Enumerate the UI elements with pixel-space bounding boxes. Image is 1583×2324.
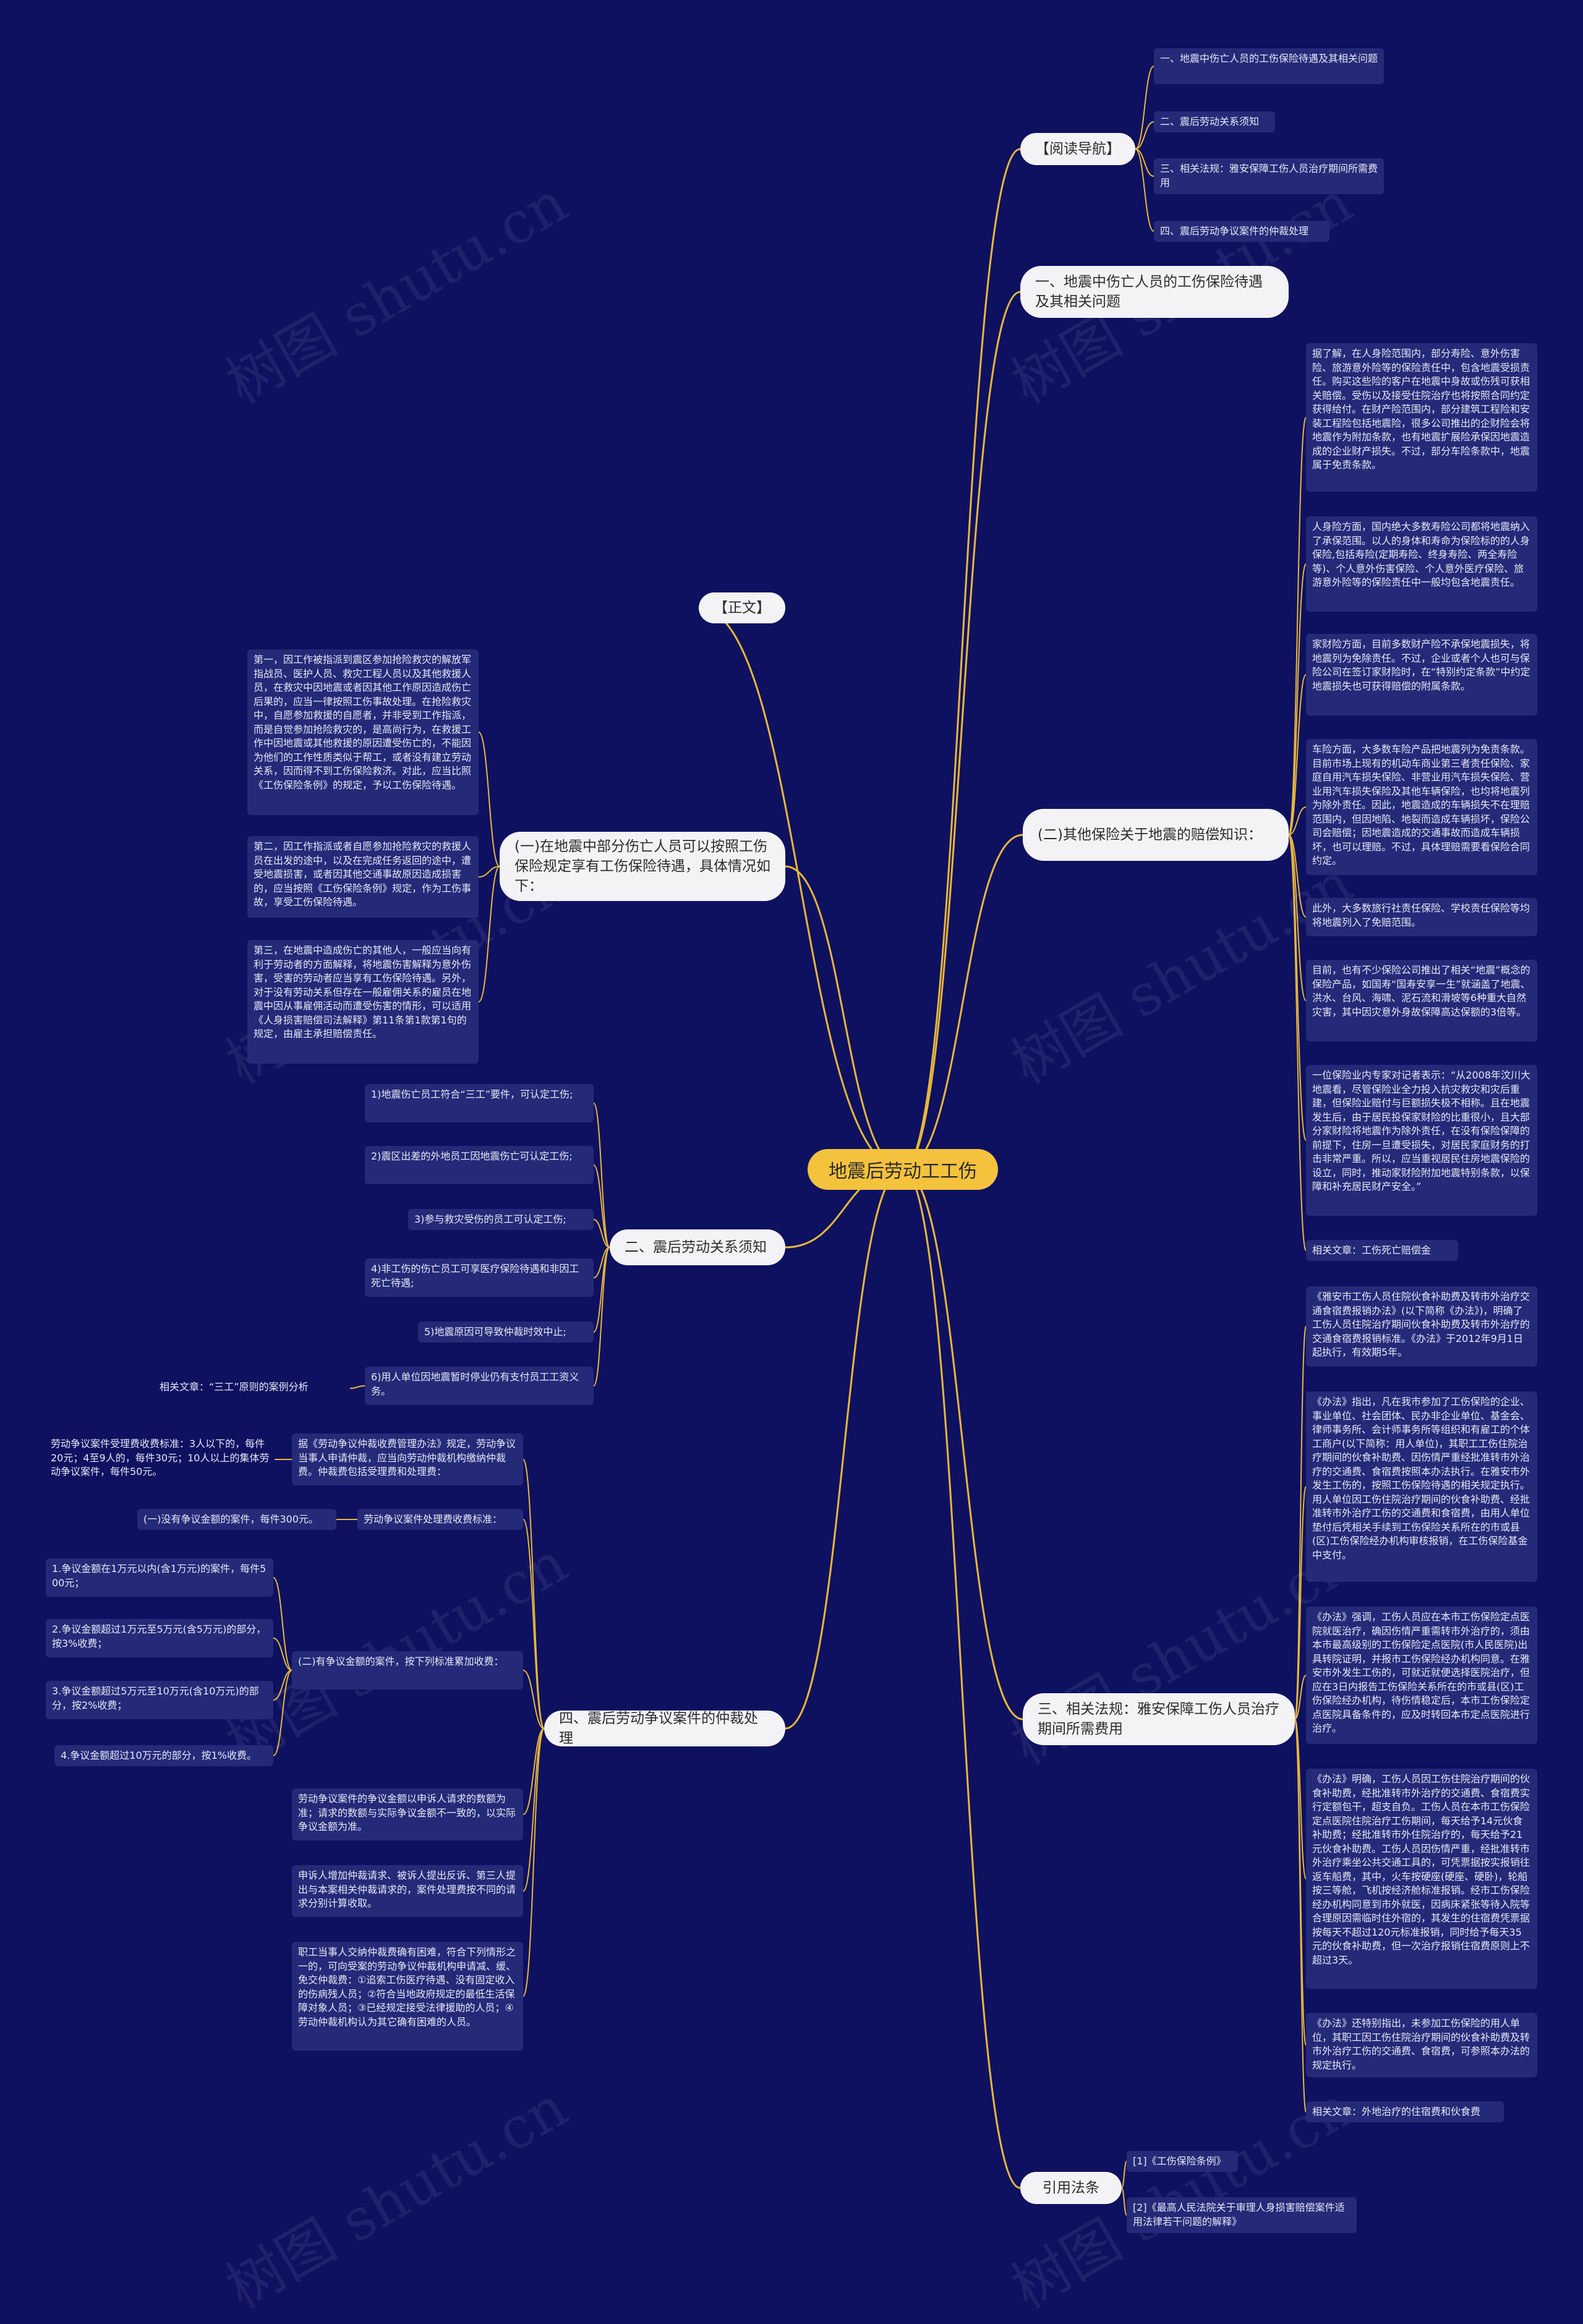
left-c-no-amount[interactable]: (一)没有争议金额的案件，每件300元。 [137,1509,336,1530]
left-b-topic[interactable]: 二、震后劳动关系须知 [610,1229,785,1265]
connector-line [523,1728,545,1892]
connector-line [902,291,1021,1171]
connector-line [593,1219,610,1248]
guide-item[interactable]: 三、相关法规：雅安保障工伤人员治疗期间所需费用 [1154,158,1384,194]
insurance-item[interactable]: 一位保险业内专家对记者表示：“从2008年汶川大地震看，尽管保险业全力投入抗灾救… [1306,1065,1537,1216]
left-b-item[interactable]: 1)地震伤亡员工符合“三工”要件，可认定工伤; [365,1084,594,1122]
section3-item[interactable]: 《办法》明确，工伤人员因工伤住院治疗期间的伙食补助费，经批准转市外治疗的交通费、… [1306,1769,1537,1989]
left-c-acceptance-fee[interactable]: 劳动争议案件受理费收费标准：3人以下的，每件20元；4至9人的，每件30元；10… [51,1438,270,1477]
connector-line [273,1670,292,1701]
insurance-item[interactable]: 相关文章：工伤死亡赔偿金 [1306,1240,1458,1261]
connector-line [1288,834,1307,1251]
insurance-item[interactable]: 车险方面，大多数车险产品把地震列为免责条款。目前市场上现有的机动车商业第三者责任… [1306,739,1537,875]
left-b-item[interactable]: 2)震区出差的外地员工因地震伤亡可认定工伤; [365,1146,594,1184]
connector-line [1288,806,1307,835]
section1-topic[interactable]: 一、地震中伤亡人员的工伤保险待遇及其相关问题 [1020,266,1289,318]
left-c-fee-rule[interactable]: 据《劳动争议仲裁收费管理办法》规定，劳动争议当事人申请仲裁，应当向劳动仲裁机构缴… [292,1433,523,1485]
connector-line [1294,1719,1307,2113]
connector-line [273,1670,292,1756]
connector-line [785,1168,903,1730]
connector-line [593,1164,610,1248]
left-a-topic[interactable]: (一)在地震中部分伤亡人员可以按照工伤保险规定享有工伤保险待遇，具体情况如下： [500,832,785,901]
section3-item[interactable]: 《办法》指出，凡在我市参加了工伤保险的企业、事业单位、社会团体、民办非企业单位、… [1306,1391,1537,1582]
connector-line [1121,2187,1127,2216]
connector-line [593,1247,610,1386]
connector-line [1294,1486,1307,1720]
connector-line [1135,148,1154,232]
section3-item[interactable]: 相关文章：外地治疗的住宿费和伙食费 [1306,2101,1504,2122]
reading-guide-topic[interactable]: 【阅读导航】 [1020,133,1135,165]
connector-line [1121,2161,1127,2189]
left-c-fee-tier[interactable]: 2.争议金额超过1万元至5万元(含5万元)的部分，按3%收费； [46,1619,273,1657]
left-c-fee-tier[interactable]: 3.争议金额超过5万元至10万元(含10万元)的部分，按2%收费； [46,1681,273,1719]
connector-line [902,834,1023,1171]
section3-item[interactable]: 《办法》还特别指出，未参加工伤保险的用人单位，其职工因工伤住院治疗期间的伙食补助… [1306,2013,1537,2077]
left-c-amount-basis[interactable]: 劳动争议案件的争议金额以申诉人请求的数额为准；请求的数额与实际争议金额不一致的，… [292,1788,523,1840]
guide-item[interactable]: 一、地震中伤亡人员的工伤保险待遇及其相关问题 [1154,48,1384,84]
root-topic[interactable]: 地震后劳动工工伤 [808,1149,998,1190]
left-c-fee-tier[interactable]: 1.争议金额在1万元以内(含1万元)的案件，每件500元； [46,1558,273,1597]
connector-line [523,1459,545,1729]
left-c-topic[interactable]: 四、震后劳动争议案件的仲裁处理 [544,1711,785,1746]
insurance-item[interactable]: 据了解，在人身险范围内，部分寿险、意外伤害险、旅游意外险等的保险责任中，包含地震… [1306,343,1537,492]
left-b-item[interactable]: 6)用人单位因地震暂时停业仍有支付员工工资义务。 [365,1367,594,1405]
citations-topic[interactable]: 引用法条 [1020,2172,1122,2204]
connector-line [1288,417,1307,835]
connector-line [593,1247,610,1278]
section3-item[interactable]: 《办法》强调，工伤人员应在本市工伤保险定点医院就医治疗，确因伤情严重需转市外治疗… [1306,1607,1537,1744]
left-c-handling-fee[interactable]: 劳动争议案件处理费收费标准： [357,1509,523,1530]
connector-line [1135,148,1154,177]
connector-line [593,1103,610,1248]
connector-line [1288,674,1307,835]
connector-line [523,1728,545,1815]
connector-line [1288,563,1307,835]
left-a-item[interactable]: 第二，因工作指派或者自愿参加抢险救灾的救援人员在出发的途中，以及在完成任务返回的… [247,836,479,918]
left-a-item[interactable]: 第一，因工作被指派到震区参加抢险救灾的解放军指战员、医护人员、救灾工程人员以及其… [247,649,479,815]
connector-line [1294,1326,1307,1720]
insurance-item[interactable]: 家财险方面，目前多数财产险不承保地震损失，将地震列为免除责任。不过，企业或者个人… [1306,634,1537,716]
connector-line [523,1519,545,1729]
left-b-item[interactable]: 4)非工伤的伤亡员工可享医疗保险待遇和非因工死亡待遇; [365,1258,594,1297]
connector-line [1294,1675,1307,1720]
connector-line [902,1168,1023,1720]
body-topic[interactable]: 【正文】 [699,592,785,623]
section3-topic[interactable]: 三、相关法规：雅安保障工伤人员治疗期间所需费用 [1023,1693,1295,1745]
connector-line [478,866,500,1002]
connector-line [1294,1719,1307,1879]
left-c-fee-waiver[interactable]: 职工当事人交纳仲裁费确有困难，符合下列情形之一的，可向受案的劳动争议仲裁机构申请… [292,1942,523,2051]
left-a-item[interactable]: 第三，在地震中造成伤亡的其他人，一般应当向有利于劳动者的方面解释，将地震伤害解释… [247,940,479,1064]
left-b-item[interactable]: 5)地震原因可导致仲裁时效中止; [418,1322,594,1343]
section3-item[interactable]: 《雅安市工伤人员住院伙食补助费及转市外治疗交通食宿费报销办法》(以下简称《办法》… [1306,1286,1537,1367]
connector-line [273,1638,292,1671]
connector-line [1135,66,1154,150]
connector-line [273,1577,292,1671]
insurance-topic[interactable]: (二)其他保险关于地震的赔偿知识： [1023,809,1289,861]
connector-line [902,1168,1021,2189]
connector-line [523,1670,545,1729]
citation-item[interactable]: [2]《最高人民法院关于审理人身损害赔偿案件适用法律若干问题的解释》 [1127,2197,1357,2233]
connector-line [1288,834,1307,1001]
citation-item[interactable]: [1]《工伤保险条例》 [1127,2151,1238,2172]
left-c-fee-tier[interactable]: 4.争议金额超过10万元的部分，按1%收费。 [54,1745,273,1766]
left-b-related-article[interactable]: 相关文章：“三工”原则的案例分析 [160,1381,309,1393]
connector-line [698,607,903,1171]
connector-line [523,1728,545,1997]
insurance-item[interactable]: 此外，大多数旅行社责任保险、学校责任保险等均将地震列入了免赔范围。 [1306,898,1537,936]
connector-line [902,148,1021,1171]
connector-line [478,866,500,878]
insurance-item[interactable]: 目前，也有不少保险公司推出了相关“地震”概念的保险产品，如国寿“国寿安享一生”就… [1306,960,1537,1041]
insurance-item[interactable]: 人身险方面，国内绝大多数寿险公司都将地震纳入了承保范围。以人的身体和寿命为保险标… [1306,516,1537,612]
guide-item[interactable]: 四、震后劳动争议案件的仲裁处理 [1154,221,1329,242]
left-b-item[interactable]: 3)参与救灾受伤的员工可认定工伤; [408,1209,594,1230]
connector-line [785,865,903,1171]
guide-item[interactable]: 二、震后劳动关系须知 [1154,111,1275,132]
left-c-with-amount[interactable]: (二)有争议金额的案件，按下列标准累加收费： [292,1651,523,1690]
connector-line [1288,834,1307,918]
left-c-additional-claims[interactable]: 申诉人增加仲裁请求、被诉人提出反诉、第三人提出与本案相关仲裁请求的，案件处理费按… [292,1865,523,1917]
connector-line [478,732,500,867]
connector-line [1135,121,1154,150]
connector-line [349,1385,365,1389]
